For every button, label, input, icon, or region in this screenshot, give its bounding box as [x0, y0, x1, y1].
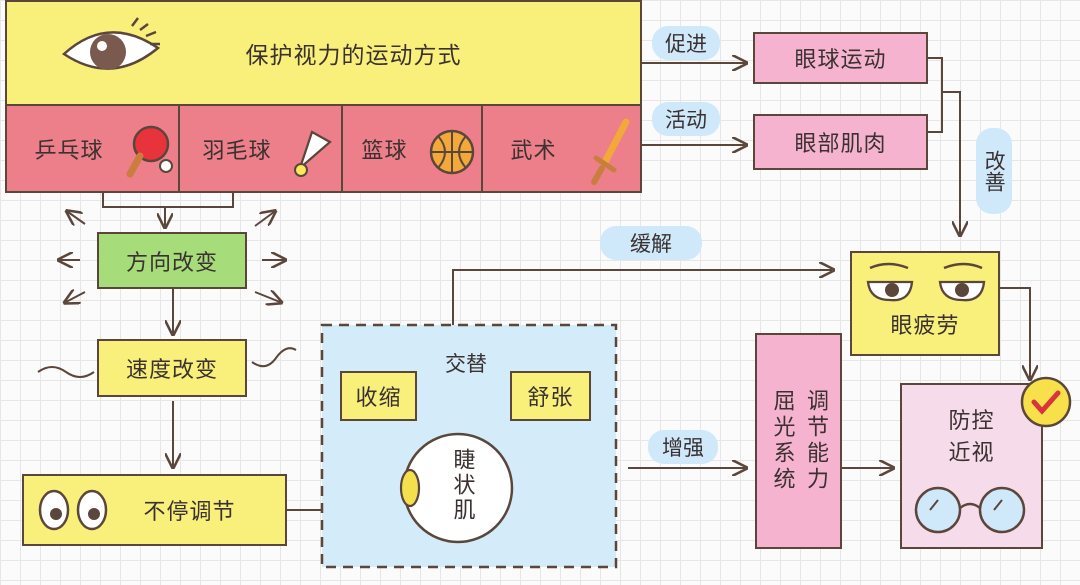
eyeball-movement-box: 眼球运动 [753, 32, 928, 84]
glasses-icon [908, 478, 1034, 538]
sport-label: 武术 [510, 133, 556, 165]
basketball-icon [428, 128, 476, 176]
sword-icon [586, 118, 636, 188]
speed-change-box: 速度改变 [97, 339, 247, 397]
prevent-myopia-line2: 近视 [948, 435, 994, 467]
direction-change-box: 方向改变 [97, 232, 247, 289]
sport-label: 羽毛球 [202, 133, 271, 165]
eye-muscles-box: 眼部肌肉 [753, 114, 928, 170]
page-title: 保护视力的运动方式 [246, 36, 462, 70]
eyes-icon [36, 488, 116, 532]
sport-label: 乒乓球 [34, 133, 103, 165]
eye-icon [58, 16, 168, 86]
improve-tag: 改善 [976, 128, 1012, 214]
strengthen-tag: 增强 [648, 430, 718, 464]
speed-change-label: 速度改变 [126, 352, 218, 384]
contract-box: 收缩 [340, 371, 417, 421]
sport-label: 篮球 [361, 133, 407, 165]
relax-box: 舒张 [510, 371, 591, 421]
shuttlecock-icon [292, 126, 334, 178]
constant-adjust-label: 不停调节 [143, 494, 235, 526]
contract-label: 收缩 [355, 380, 401, 412]
direction-change-label: 方向改变 [126, 245, 218, 277]
activate-tag: 活动 [652, 102, 720, 136]
alternate-label: 交替 [432, 348, 500, 378]
refraction-label-col1: 屈光系统 [768, 389, 796, 493]
tired-eyes-icon [862, 260, 990, 304]
ping-pong-paddle-icon [124, 124, 174, 180]
eye-fatigue-label: 眼疲劳 [890, 308, 959, 340]
eyeball-movement-label: 眼球运动 [794, 42, 886, 74]
refraction-box: 屈光系统 调节能力 [755, 333, 842, 549]
ciliary-muscle-label: 睫状肌 [448, 448, 476, 523]
promote-tag: 促进 [652, 26, 720, 60]
refraction-label-col2: 调节能力 [802, 389, 830, 493]
eye-muscles-label: 眼部肌肉 [794, 126, 886, 158]
relieve-tag: 缓解 [600, 226, 702, 260]
prevent-myopia-line1: 防控 [948, 403, 994, 435]
check-badge-icon [1018, 374, 1074, 430]
relax-label: 舒张 [527, 380, 573, 412]
